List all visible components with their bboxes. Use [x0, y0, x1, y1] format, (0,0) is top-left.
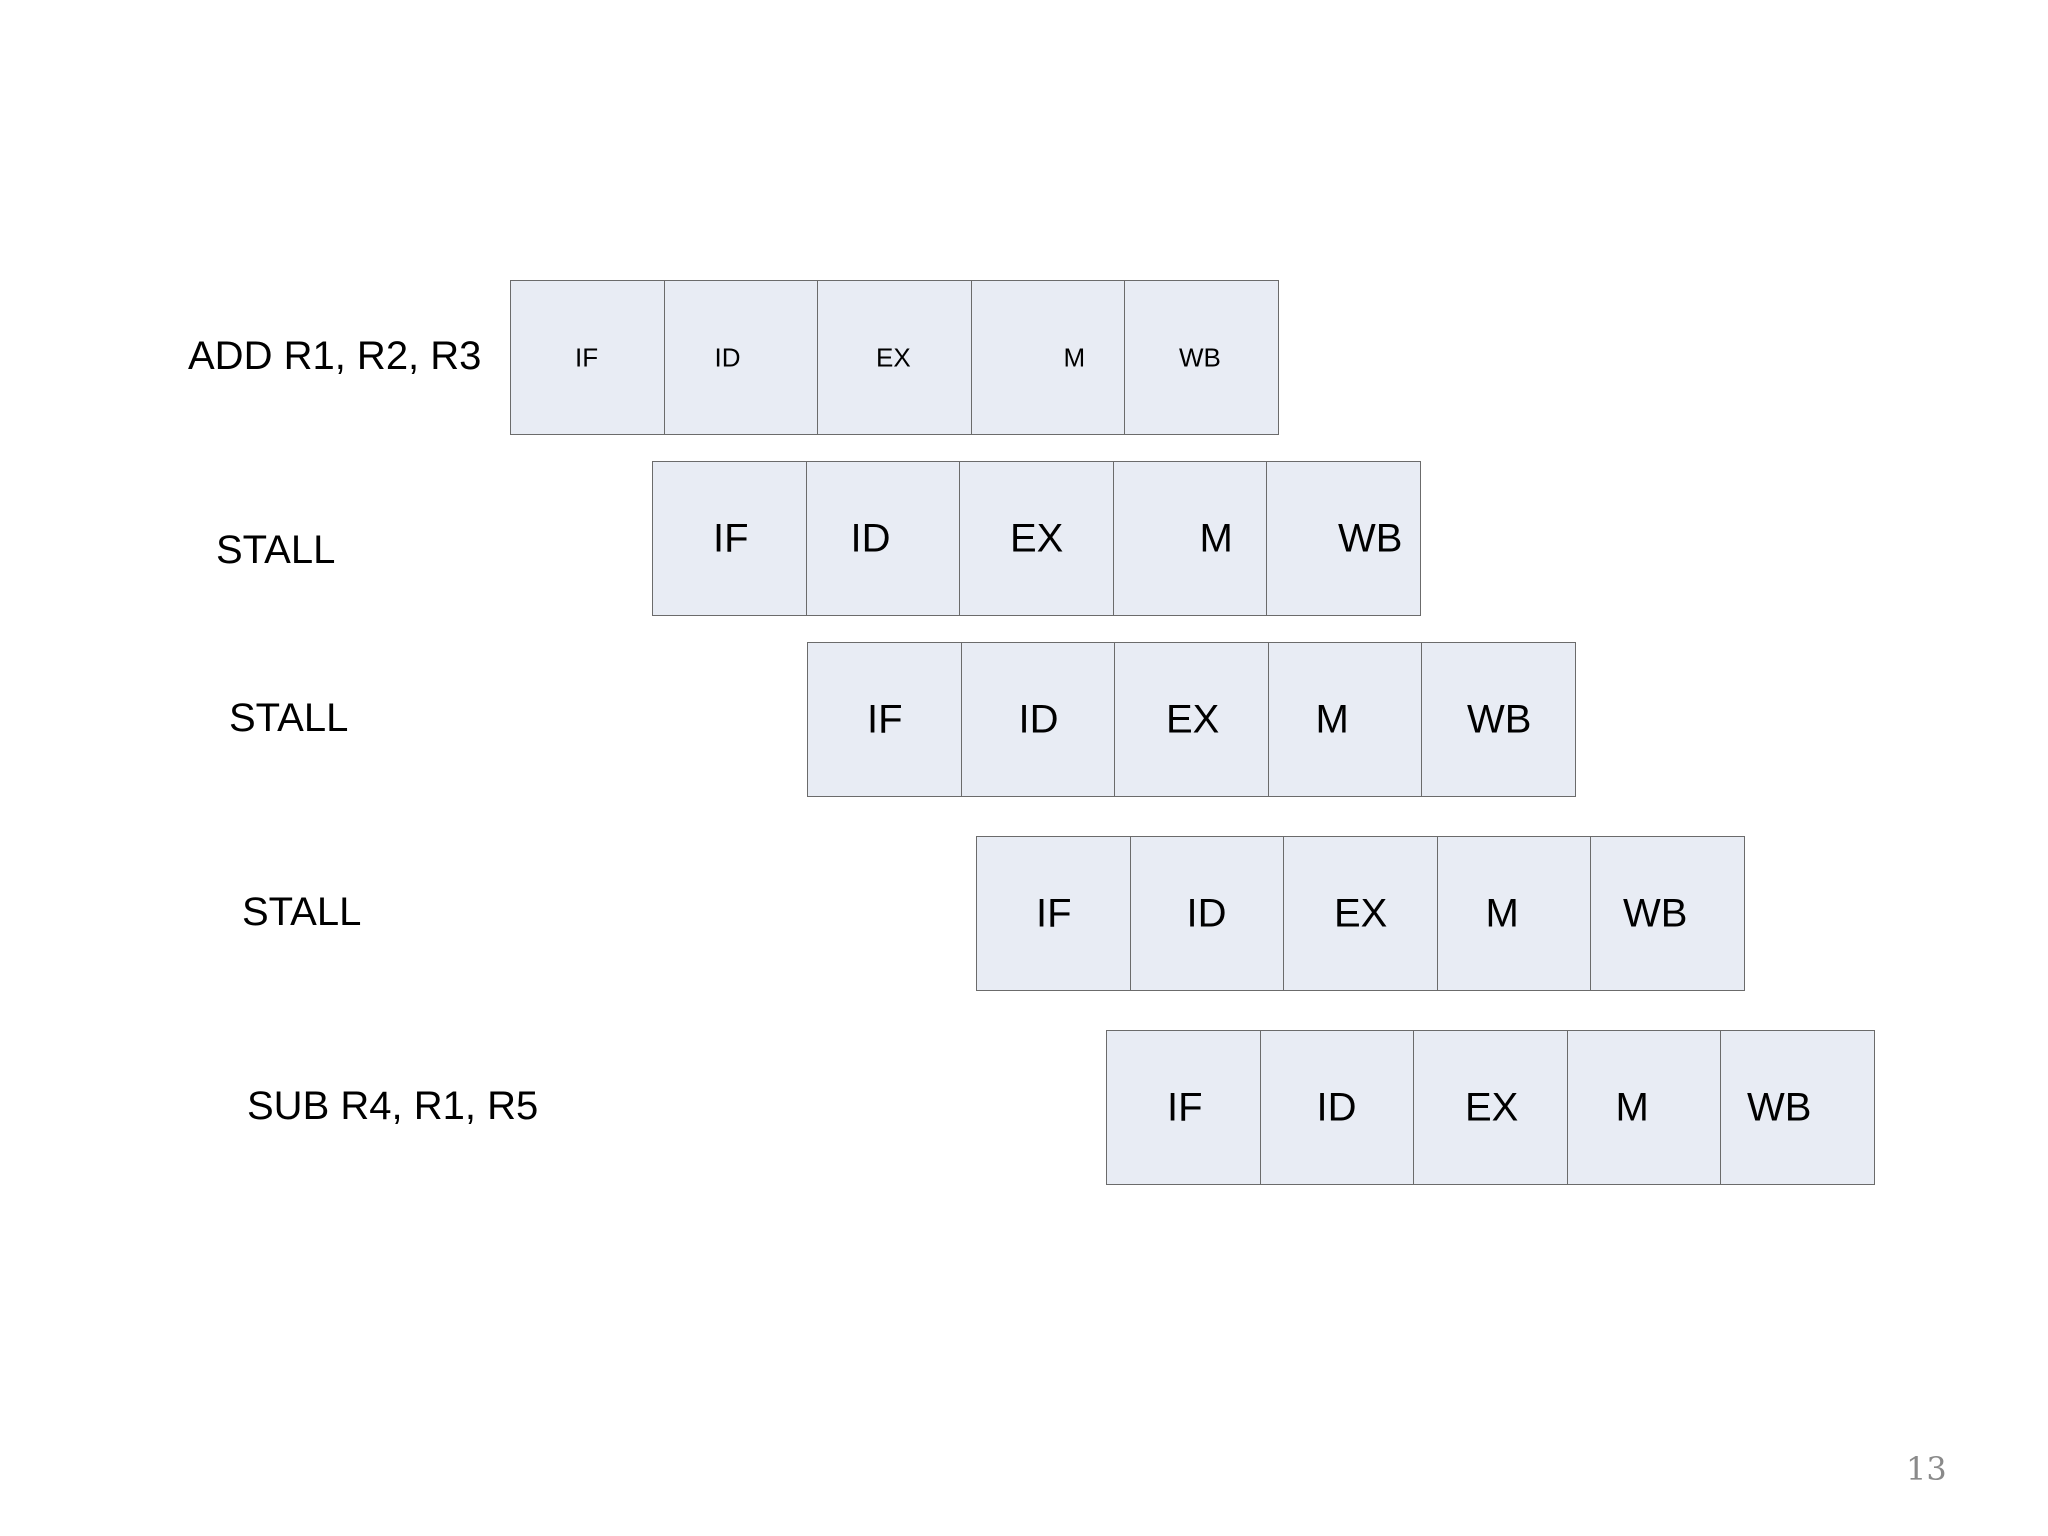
stage-id-label: ID — [714, 342, 741, 372]
stage-id: ID — [1129, 836, 1285, 991]
stage-if-label: IF — [575, 342, 599, 372]
stage-ex-label: EX — [1334, 891, 1388, 935]
stage-id-label: ID — [1186, 891, 1227, 935]
stage-wb-label: WB — [1747, 1085, 1812, 1129]
stage-id: ID — [663, 280, 819, 435]
stage-id: ID — [1259, 1030, 1415, 1185]
stage-if: IF — [807, 642, 962, 797]
stage-ex: EX — [1283, 836, 1438, 991]
stage-m-label: M — [1063, 342, 1086, 372]
stage-m: M — [1267, 642, 1423, 797]
stage-ex: EX — [1413, 1030, 1568, 1185]
stage-m-label: M — [1315, 697, 1349, 741]
stage-wb-label: WB — [1179, 342, 1221, 372]
instruction-label-stall-3: STALL — [242, 890, 362, 934]
stage-ex: EX — [817, 280, 972, 435]
pipeline-row-stall-1: IF ID EX M WB — [652, 461, 1421, 616]
pipeline-row-sub: IF ID EX M WB — [1106, 1030, 1875, 1185]
pipeline-row-stall-3: IF ID EX M WB — [976, 836, 1745, 991]
stage-wb: WB — [1266, 461, 1421, 616]
pipeline-row-stall-2: IF ID EX M WB — [807, 642, 1576, 797]
stage-m-label: M — [1615, 1085, 1649, 1129]
stage-id-label: ID — [850, 516, 891, 560]
instruction-label-stall-1: STALL — [216, 528, 336, 572]
stage-wb: WB — [1720, 1030, 1875, 1185]
stage-ex-label: EX — [1010, 516, 1064, 560]
instruction-label-add: ADD R1, R2, R3 — [188, 334, 482, 378]
stage-wb: WB — [1590, 836, 1745, 991]
stage-id-label: ID — [1018, 697, 1059, 741]
slide-number: 13 — [1906, 1450, 1947, 1488]
stage-id-label: ID — [1316, 1085, 1357, 1129]
stage-if: IF — [652, 461, 807, 616]
stage-ex-label: EX — [876, 342, 911, 372]
stage-if: IF — [1106, 1030, 1261, 1185]
instruction-label-stall-2: STALL — [229, 696, 349, 740]
stage-wb-label: WB — [1623, 891, 1688, 935]
stage-ex-label: EX — [1166, 697, 1220, 741]
stage-id: ID — [805, 461, 961, 616]
stage-if-label: IF — [867, 697, 903, 741]
stage-ex: EX — [959, 461, 1114, 616]
stage-if-label: IF — [713, 516, 749, 560]
stage-m: M — [970, 280, 1126, 435]
stage-ex-label: EX — [1465, 1085, 1519, 1129]
stage-m-label: M — [1485, 891, 1519, 935]
stage-if: IF — [510, 280, 665, 435]
stage-m: M — [1436, 836, 1592, 991]
stage-wb-label: WB — [1467, 697, 1532, 741]
stage-ex: EX — [1114, 642, 1269, 797]
stage-id: ID — [960, 642, 1116, 797]
stage-wb-label: WB — [1338, 516, 1403, 560]
stage-if-label: IF — [1167, 1085, 1203, 1129]
instruction-label-sub: SUB R4, R1, R5 — [247, 1084, 539, 1128]
stage-m: M — [1566, 1030, 1722, 1185]
stage-wb: WB — [1124, 280, 1279, 435]
pipeline-row-add: IF ID EX M WB — [510, 280, 1279, 435]
stage-m-label: M — [1199, 516, 1233, 560]
stage-wb: WB — [1421, 642, 1576, 797]
stage-if: IF — [976, 836, 1131, 991]
stage-if-label: IF — [1036, 891, 1072, 935]
stage-m: M — [1112, 461, 1268, 616]
